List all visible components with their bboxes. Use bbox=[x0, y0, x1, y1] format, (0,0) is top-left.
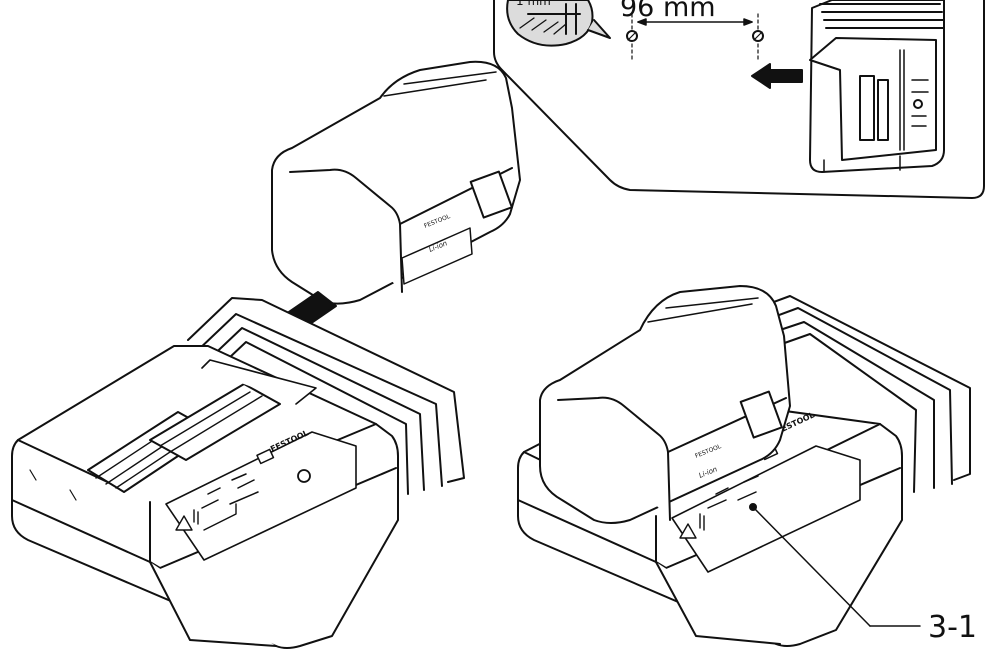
battery-pack-docked bbox=[539, 285, 791, 524]
warning-icon bbox=[679, 523, 697, 539]
thermometer-icon bbox=[699, 513, 705, 531]
wall-screw-icon bbox=[752, 13, 764, 61]
depth-dimension-label: 1 mm bbox=[516, 0, 551, 8]
wall-screw-icon bbox=[626, 13, 638, 61]
charger-right: FESTOOL FESTOOL Li-ion bbox=[517, 285, 971, 647]
wall-mount-inset bbox=[493, 0, 985, 199]
wall-charger bbox=[809, 0, 945, 173]
led-indicator-icon bbox=[737, 491, 757, 501]
led-indicator-icon bbox=[297, 469, 311, 483]
depth-magnifier bbox=[506, 0, 611, 47]
spacing-dimension-label: 96 mm bbox=[620, 0, 716, 23]
thermometer-icon bbox=[193, 509, 199, 525]
battery-pack-top: FESTOOL Li-ion bbox=[271, 60, 521, 305]
charger-left: FESTOOL bbox=[11, 297, 465, 649]
led-indicator-icon bbox=[229, 479, 259, 505]
callout-leader bbox=[752, 506, 871, 627]
callout-label: 3-1 bbox=[928, 610, 977, 645]
warning-icon bbox=[175, 515, 193, 531]
arrow-slide-icon bbox=[751, 63, 803, 89]
dimension-line bbox=[637, 18, 753, 26]
